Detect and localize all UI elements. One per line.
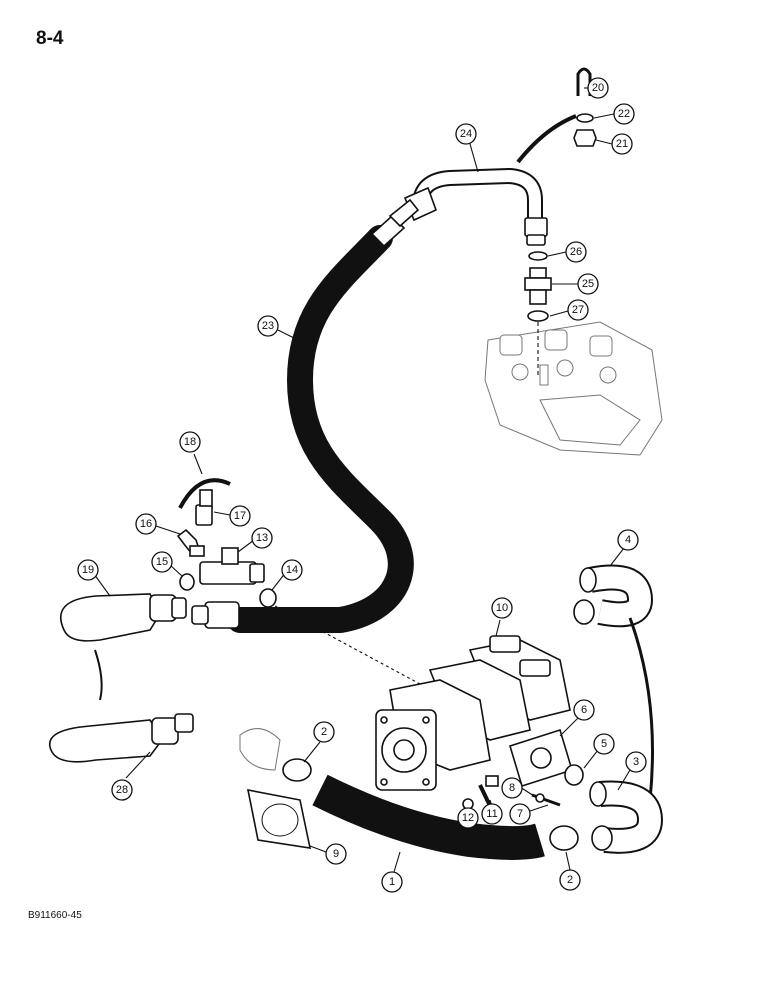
callout-14: 14 xyxy=(281,559,303,581)
svg-text:14: 14 xyxy=(286,564,298,576)
svg-text:9: 9 xyxy=(333,848,339,860)
callout-12: 12 xyxy=(457,807,479,829)
hose-clamp-2a xyxy=(282,758,312,782)
callout-21: 21 xyxy=(611,133,633,155)
callout-2-upper: 2 xyxy=(313,721,335,743)
callout-18: 18 xyxy=(179,431,201,453)
callout-2-lower: 2 xyxy=(559,869,581,891)
callout-23: 23 xyxy=(257,315,279,337)
hose-23 xyxy=(227,198,420,633)
svg-text:2: 2 xyxy=(321,726,327,738)
clamp-18 xyxy=(178,478,231,509)
svg-text:27: 27 xyxy=(572,304,584,316)
svg-text:26: 26 xyxy=(570,246,582,258)
svg-text:3: 3 xyxy=(633,756,639,768)
washer-22 xyxy=(576,113,594,123)
svg-text:1: 1 xyxy=(389,876,395,888)
connector-line xyxy=(628,617,654,801)
callout-27: 27 xyxy=(567,299,589,321)
callout-6: 6 xyxy=(573,699,595,721)
hose-end-fitting xyxy=(191,601,240,629)
connector-line xyxy=(94,649,103,701)
svg-text:12: 12 xyxy=(462,812,474,824)
callout-13: 13 xyxy=(251,527,273,549)
callout-11: 11 xyxy=(481,803,503,825)
callout-24: 24 xyxy=(455,123,477,145)
svg-text:28: 28 xyxy=(116,784,128,796)
bolt-7-8 xyxy=(531,793,561,807)
callout-16: 16 xyxy=(135,513,157,535)
adapter-fitting-25 xyxy=(524,267,552,305)
svg-text:13: 13 xyxy=(256,532,268,544)
svg-text:24: 24 xyxy=(460,128,472,140)
o-ring-15 xyxy=(179,573,195,591)
elbow-tube-4 xyxy=(573,564,654,628)
callout-3: 3 xyxy=(625,751,647,773)
tee-fitting-13 xyxy=(199,547,265,585)
flange-6 xyxy=(509,728,573,788)
callout-20: 20 xyxy=(587,77,609,99)
callout-4: 4 xyxy=(617,529,639,551)
svg-text:7: 7 xyxy=(517,808,523,820)
callout-22: 22 xyxy=(613,103,635,125)
callout-25: 25 xyxy=(577,273,599,295)
faint-hose-end xyxy=(239,728,281,771)
callout-8: 8 xyxy=(501,777,523,799)
fitting-17 xyxy=(195,489,213,526)
suction-strainer-19 xyxy=(59,593,187,642)
callout-28: 28 xyxy=(111,779,133,801)
svg-text:6: 6 xyxy=(581,704,587,716)
svg-text:20: 20 xyxy=(592,82,604,94)
callout-1: 1 xyxy=(381,871,403,893)
svg-text:23: 23 xyxy=(262,320,274,332)
o-ring-14 xyxy=(259,588,277,608)
elbow-tube-3 xyxy=(589,780,664,854)
svg-text:16: 16 xyxy=(140,518,152,530)
callout-10: 10 xyxy=(491,597,513,619)
svg-text:17: 17 xyxy=(234,510,246,522)
figure-code: B911660-45 xyxy=(28,910,82,921)
svg-text:15: 15 xyxy=(156,556,168,568)
elbow-fitting-16 xyxy=(176,528,205,557)
suction-hose-1 xyxy=(312,774,545,860)
hydraulic-pump-10 xyxy=(375,635,571,791)
o-ring-5 xyxy=(564,764,584,786)
svg-text:21: 21 xyxy=(616,138,628,150)
callout-17: 17 xyxy=(229,505,251,527)
o-ring-26 xyxy=(528,251,548,261)
callout-9: 9 xyxy=(325,843,347,865)
suction-strainer-28 xyxy=(48,713,194,763)
svg-text:8: 8 xyxy=(509,782,515,794)
u-bolt-20 xyxy=(576,67,592,96)
hose-clamp-2b xyxy=(549,825,579,851)
callout-5: 5 xyxy=(593,733,615,755)
svg-text:18: 18 xyxy=(184,436,196,448)
gasket-9 xyxy=(246,788,312,849)
svg-text:10: 10 xyxy=(496,602,508,614)
callout-15: 15 xyxy=(151,551,173,573)
svg-text:5: 5 xyxy=(601,738,607,750)
nut-21 xyxy=(573,129,597,147)
callout-7: 7 xyxy=(509,803,531,825)
svg-text:4: 4 xyxy=(625,534,631,546)
callout-19: 19 xyxy=(77,559,99,581)
svg-text:22: 22 xyxy=(618,108,630,120)
bracket-line xyxy=(516,114,577,164)
svg-text:11: 11 xyxy=(486,808,497,820)
svg-text:25: 25 xyxy=(582,278,594,290)
control-valve-illustration xyxy=(484,321,663,456)
page-number: 8-4 xyxy=(36,28,64,49)
svg-text:2: 2 xyxy=(567,874,573,886)
svg-text:19: 19 xyxy=(82,564,94,576)
callout-26: 26 xyxy=(565,241,587,263)
o-ring-27 xyxy=(527,310,549,322)
pressure-tube xyxy=(403,167,548,246)
